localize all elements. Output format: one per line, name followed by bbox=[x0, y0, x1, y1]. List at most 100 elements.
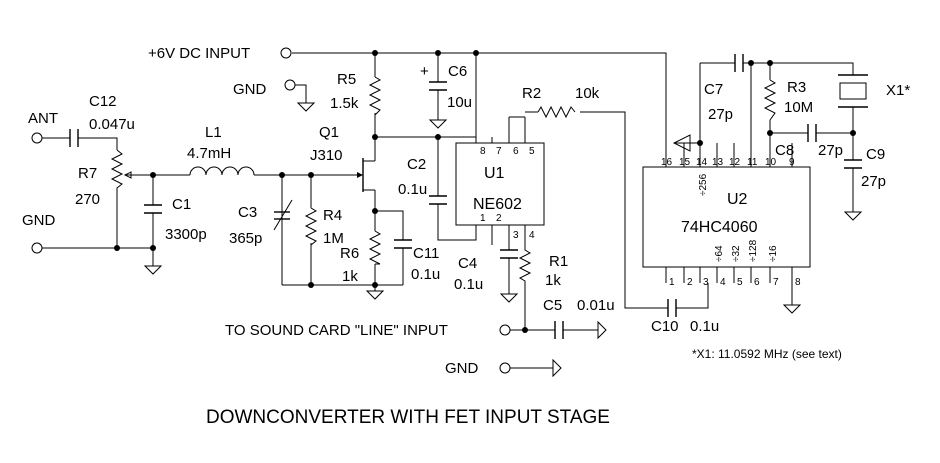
crystal-note: *X1: 11.0592 MHz (see text) bbox=[692, 347, 842, 361]
r7-name: R7 bbox=[78, 165, 97, 182]
u2-pin-14: 14 bbox=[696, 157, 708, 168]
line-out-terminal bbox=[499, 324, 511, 336]
c6-value: 10u bbox=[447, 94, 472, 111]
ground-icon bbox=[843, 210, 863, 221]
junction-dots bbox=[114, 50, 856, 333]
c2-value: 0.1u bbox=[398, 181, 427, 198]
u1-pin-4: 4 bbox=[529, 230, 535, 241]
u2-pin-9: 9 bbox=[789, 157, 795, 168]
resistor-r6 bbox=[368, 230, 382, 265]
u2-pin-16: 16 bbox=[661, 157, 673, 168]
ant-label: ANT bbox=[28, 110, 58, 127]
resistor-r5 bbox=[368, 76, 382, 116]
r3-value: 10M bbox=[784, 99, 813, 116]
u2-pin-numbers: 16 15 14 13 12 11 10 9 1 2 3 4 5 6 7 8 bbox=[661, 157, 801, 288]
r1-value: 1k bbox=[545, 272, 561, 289]
u2-pin-4: 4 bbox=[720, 277, 726, 288]
q1-name: Q1 bbox=[319, 124, 339, 141]
u1-pin-7: 7 bbox=[496, 146, 502, 157]
u1-name: U1 bbox=[484, 165, 505, 182]
l1-name: L1 bbox=[205, 124, 222, 141]
u2-div-32: ÷32 bbox=[731, 245, 742, 262]
ground-icon bbox=[552, 358, 562, 378]
terminals bbox=[31, 47, 511, 374]
u2-pin-3: 3 bbox=[703, 277, 709, 288]
u1-pin-3: 3 bbox=[513, 230, 519, 241]
gnd-left-terminal bbox=[31, 242, 43, 254]
u1-value: NE602 bbox=[473, 196, 522, 213]
capacitor-c12 bbox=[69, 129, 79, 147]
capacitor-c8 bbox=[807, 124, 817, 142]
capacitor-c9 bbox=[844, 159, 862, 169]
r6-name: R6 bbox=[340, 245, 359, 262]
capacitor-c1 bbox=[144, 204, 162, 214]
c11-name: C11 bbox=[413, 245, 439, 262]
c10-value: 0.1u bbox=[690, 318, 719, 335]
r6-value: 1k bbox=[342, 268, 358, 285]
diagram-title: DOWNCONVERTER WITH FET INPUT STAGE bbox=[206, 407, 610, 428]
c8-value: 27p bbox=[818, 142, 843, 159]
c6-name: C6 bbox=[448, 63, 467, 80]
capacitor-c4 bbox=[500, 249, 518, 262]
gnd-bottom-label: GND bbox=[445, 360, 479, 377]
crystal-x1 bbox=[838, 74, 868, 108]
u2-pin-12: 12 bbox=[729, 157, 741, 168]
gnd-top-label: GND bbox=[233, 81, 267, 98]
r3-name: R3 bbox=[787, 79, 806, 96]
capacitor-c7 bbox=[734, 54, 744, 72]
u1-pin-1: 1 bbox=[480, 213, 486, 224]
c12-name: C12 bbox=[89, 93, 117, 110]
c4-name: C4 bbox=[458, 255, 477, 272]
resistor-r3 bbox=[763, 79, 777, 121]
ground-icon bbox=[365, 285, 385, 300]
u2-pin-13: 13 bbox=[712, 157, 724, 168]
u2-pin-11: 11 bbox=[747, 157, 758, 168]
ic-u1 bbox=[455, 137, 545, 231]
ground-icon bbox=[295, 84, 316, 112]
u2-div-16: ÷16 bbox=[768, 245, 779, 262]
u2-pin-10: 10 bbox=[765, 157, 777, 168]
u2-div-64: ÷64 bbox=[714, 245, 725, 262]
ground-icon bbox=[672, 134, 691, 152]
jfet-q1 bbox=[352, 158, 375, 192]
resistor-r2 bbox=[537, 105, 576, 119]
part-labels: C12 0.047u R7 270 C1 3300p L1 4.7mH C3 3… bbox=[75, 63, 910, 335]
c5-name: C5 bbox=[543, 297, 562, 314]
capacitor-c2 bbox=[429, 195, 447, 205]
c5-value: 0.01u bbox=[577, 297, 615, 314]
u2-pin-5: 5 bbox=[737, 277, 743, 288]
u2-name: U2 bbox=[727, 191, 748, 208]
r2-value: 10k bbox=[575, 85, 600, 102]
capacitor-c5 bbox=[554, 321, 564, 339]
u2-divider-labels: ÷256 ÷64 ÷32 ÷128 ÷16 bbox=[698, 173, 779, 262]
u1-pin-6: 6 bbox=[513, 146, 519, 157]
c10-name: C10 bbox=[651, 318, 679, 335]
resistor-r4 bbox=[304, 207, 318, 246]
c1-name: C1 bbox=[172, 196, 191, 213]
inductor-l1 bbox=[189, 166, 255, 176]
u1-pin-numbers: 8 7 6 5 1 2 3 4 bbox=[480, 146, 535, 241]
c3-value: 365p bbox=[229, 230, 262, 247]
r5-name: R5 bbox=[337, 71, 356, 88]
c9-name: C9 bbox=[866, 146, 885, 163]
r2-name: R2 bbox=[522, 85, 541, 102]
potentiometer-r7 bbox=[110, 149, 134, 195]
u2-pin-2: 2 bbox=[687, 277, 693, 288]
capacitor-c11 bbox=[394, 239, 412, 249]
c6-plus: + bbox=[420, 63, 429, 80]
c2-name: C2 bbox=[407, 156, 426, 173]
sound-card-label: TO SOUND CARD "LINE" INPUT bbox=[225, 322, 448, 339]
r7-value: 270 bbox=[75, 191, 100, 208]
capacitor-c10 bbox=[667, 299, 677, 317]
r1-name: R1 bbox=[549, 253, 568, 270]
u2-pin-8: 8 bbox=[795, 277, 801, 288]
variable-capacitor-c3 bbox=[273, 175, 293, 285]
u2-div-256: ÷256 bbox=[698, 173, 709, 196]
c1-value: 3300p bbox=[165, 226, 207, 243]
u1-pin-2: 2 bbox=[496, 213, 502, 224]
r4-value: 1M bbox=[323, 230, 344, 247]
terminal-labels: +6V DC INPUT GND ANT GND TO SOUND CARD "… bbox=[22, 45, 842, 428]
u1-pin-5: 5 bbox=[529, 146, 535, 157]
